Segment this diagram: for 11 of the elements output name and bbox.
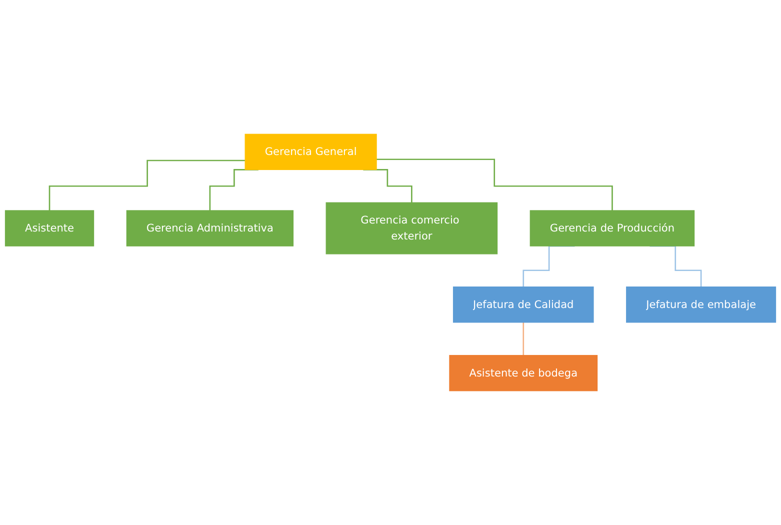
node-box: Jefatura de Calidad (452, 286, 594, 323)
node-box: Gerencia comercio exterior (326, 202, 498, 254)
connector (48, 160, 246, 212)
connector (522, 322, 524, 356)
node-box: Gerencia General (244, 134, 377, 170)
node-box: Gerencia de Producción (530, 210, 695, 246)
connector (376, 158, 613, 212)
node-box: Gerencia Administrativa (126, 210, 294, 246)
node-box: Asistente de bodega (449, 354, 598, 392)
node-box: Jefatura de embalaje (626, 286, 776, 323)
node-box: Asistente (4, 210, 94, 246)
